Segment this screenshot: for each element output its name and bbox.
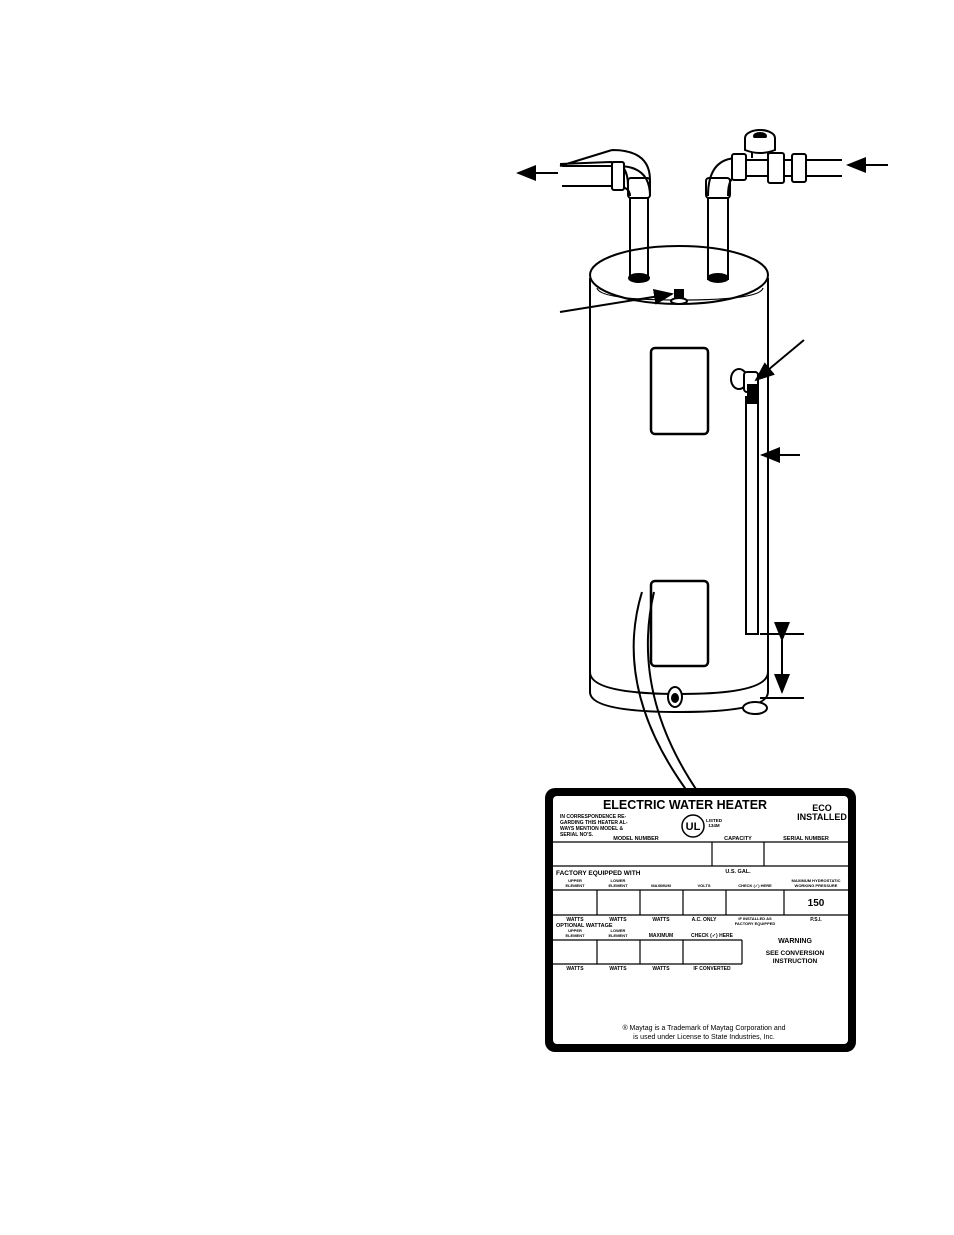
lower-element-label-1: LOWER	[611, 878, 626, 883]
correspondence-line-4: SERIAL NO'S.	[560, 832, 594, 838]
lower-access-panel	[649, 579, 710, 668]
if-installed-label-2: FACTORY EQUIPPED	[735, 921, 776, 926]
ac-only-label: A.C. ONLY	[692, 917, 717, 923]
drain-valve	[667, 686, 683, 708]
top-fitting	[670, 289, 688, 305]
tank-body	[589, 245, 769, 714]
trademark-line-1: ® Maytag is a Trademark of Maytag Corpor…	[622, 1024, 785, 1032]
watts-label-1: WATTS	[566, 917, 584, 923]
svg-text:UL: UL	[686, 821, 701, 833]
opt-maximum-label: MAXIMUM	[649, 933, 673, 939]
eco-label-1: ECO	[812, 803, 832, 813]
lower-element-label-2: ELEMENT	[608, 883, 628, 888]
serial-number-label: SERIAL NUMBER	[783, 836, 829, 842]
opt-check-here-label: CHECK (✓) HERE	[691, 933, 734, 939]
callout-arrows	[516, 157, 888, 699]
optional-wattage-label: OPTIONAL WATTAGE	[556, 923, 613, 929]
floor-drain	[742, 701, 768, 715]
if-installed-label-1: IF INSTALLED AS	[738, 916, 772, 921]
correspondence-line-3: WAYS MENTION MODEL &	[560, 826, 623, 832]
warning-label: WARNING	[778, 938, 812, 945]
capacity-label: CAPACITY	[724, 836, 752, 842]
eco-label-2: INSTALLED	[797, 812, 847, 822]
see-conversion-label-1: SEE CONVERSION	[766, 950, 825, 957]
trademark-line-2: is used under License to State Industrie…	[633, 1034, 775, 1041]
opt-upper-element-label-2: ELEMENT	[565, 933, 585, 938]
model-number-label: MODEL NUMBER	[613, 836, 658, 842]
watts-label-2: WATTS	[609, 917, 627, 923]
water-heater-illustration	[559, 129, 842, 796]
max-pressure-label-1: MAXIMUM HYDROSTATIC	[792, 878, 841, 883]
check-here-label: CHECK (✓) HERE	[738, 883, 772, 888]
opt-watts-label-3: WATTS	[652, 966, 670, 972]
listed-label-1: LISTED	[706, 818, 723, 823]
upper-access-panel	[649, 346, 710, 436]
hot-outlet-elbow	[562, 161, 651, 197]
if-converted-label: IF CONVERTED	[693, 966, 731, 972]
correspondence-line-1: IN CORRESPONDENCE RE-	[560, 814, 626, 820]
discharge-pipe	[745, 396, 759, 635]
ul-logo: UL	[681, 814, 705, 838]
pressure-value: 150	[808, 898, 825, 909]
see-conversion-label-2: INSTRUCTION	[773, 958, 818, 965]
opt-lower-element-label-2: ELEMENT	[608, 933, 628, 938]
upper-element-label-2: ELEMENT	[565, 883, 585, 888]
psi-label: P.S.I.	[810, 917, 822, 923]
us-gal-label: U.S. GAL.	[725, 869, 751, 875]
cold-inlet-pipe	[705, 129, 842, 283]
upper-element-label-1: UPPER	[568, 878, 582, 883]
plate-title: ELECTRIC WATER HEATER	[603, 798, 767, 812]
max-pressure-label-2: WORKING PRESSURE	[795, 883, 838, 888]
correspondence-line-2: GARDING THIS HEATER AL-	[560, 820, 628, 826]
rating-plate: UL ELECTRIC WATER HEATER ECO INSTALLED I…	[545, 788, 856, 1052]
opt-lower-element-label-1: LOWER	[611, 928, 626, 933]
relief-valve-arrow	[754, 339, 805, 382]
opt-watts-label-2: WATTS	[609, 966, 627, 972]
opt-watts-label-1: WATTS	[566, 966, 584, 972]
maximum-label: MAXIMUM	[651, 883, 671, 888]
plate-callout-curve	[632, 591, 691, 796]
opt-upper-element-label-1: UPPER	[568, 928, 582, 933]
volts-label: VOLTS	[697, 883, 710, 888]
listed-label-2: 134M	[708, 823, 720, 828]
watts-label-3: WATTS	[652, 917, 670, 923]
anode-arrow	[559, 288, 674, 313]
factory-equipped-label: FACTORY EQUIPPED WITH	[556, 870, 641, 877]
